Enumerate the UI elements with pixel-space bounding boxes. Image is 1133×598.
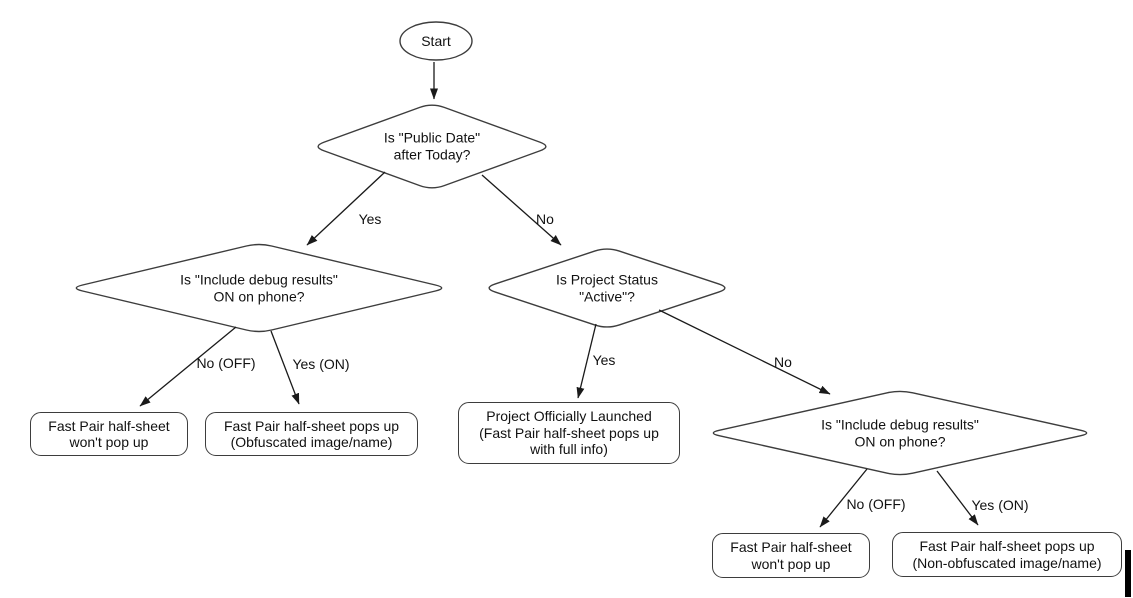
edge-label-no-1: No (536, 211, 554, 227)
edge-label-yes-on-1: Yes (ON) (292, 356, 350, 372)
edge-project-status-yes (576, 323, 597, 399)
edge-debug-right-yes-on (936, 470, 979, 526)
start-node-shape (399, 21, 473, 61)
edge-label-no-2: No (774, 354, 792, 370)
edge-debug-left-yes-on (270, 330, 300, 405)
result-box-no-popup-right: Fast Pair half-sheet won't pop up (712, 533, 870, 578)
edge-project-status-no (658, 309, 831, 395)
edge-label-yes-on-2: Yes (ON) (971, 497, 1029, 513)
edge-label-yes-1: Yes (358, 211, 382, 227)
edge-debug-right-no-off (819, 468, 868, 528)
decision-public-date-shape (317, 104, 547, 189)
decision-debug-right-shape (712, 390, 1088, 476)
result-box-launched: Project Officially Launched (Fast Pair h… (458, 402, 680, 464)
text-cursor-artifact (1125, 550, 1131, 597)
edge-label-no-off-1: No (OFF) (196, 355, 256, 371)
edge-label-no-off-2: No (OFF) (846, 496, 906, 512)
result-box-no-popup-left: Fast Pair half-sheet won't pop up (30, 412, 188, 456)
edge-label-yes-2: Yes (592, 352, 616, 368)
decision-debug-left-shape (75, 243, 443, 333)
edge-debug-left-no-off (139, 326, 237, 407)
edge-public-date-yes (306, 171, 386, 246)
decision-project-status-shape (488, 248, 726, 328)
result-box-non-obfuscated: Fast Pair half-sheet pops up (Non-obfusc… (892, 532, 1122, 577)
edge-public-date-no (481, 174, 562, 246)
result-box-obfuscated: Fast Pair half-sheet pops up (Obfuscated… (205, 412, 418, 456)
